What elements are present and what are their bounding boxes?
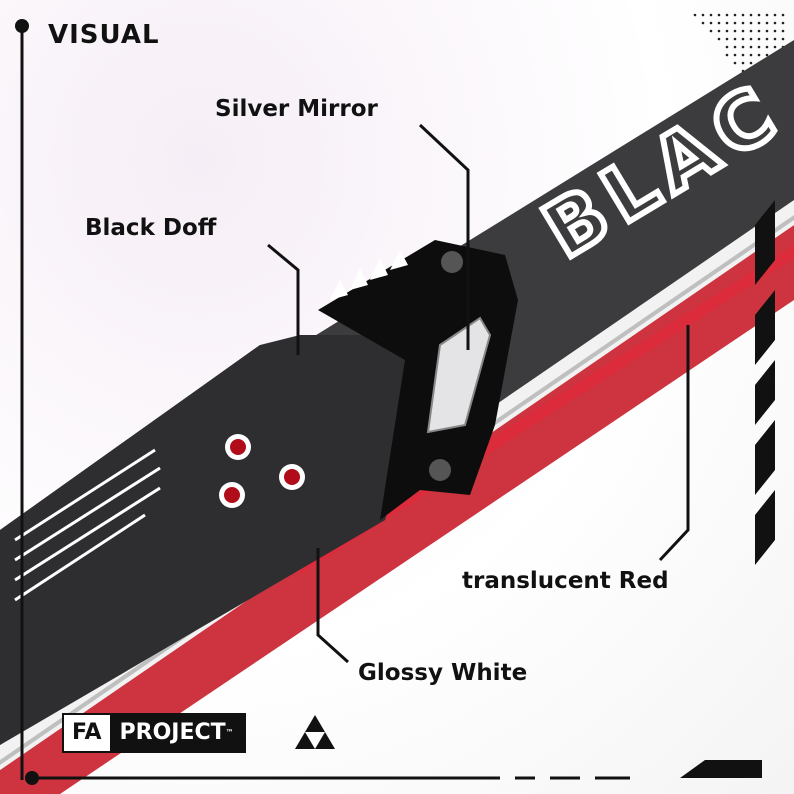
callout-black-doff: Black Doff [85,215,217,241]
pattern-dot [709,21,713,25]
pattern-dot [725,21,729,25]
corner-block [680,760,762,778]
pattern-dot [733,29,737,33]
pattern-dot [717,13,721,17]
frame-dot-bottom [25,771,39,785]
pattern-dot [765,13,769,17]
pattern-dot [717,37,721,41]
pattern-dot [749,61,753,65]
brand-name: PROJECT™ [109,715,244,751]
brand-logo: FA PROJECT™ [62,713,246,753]
pattern-dot [757,37,761,41]
pattern-dot [781,13,785,17]
pattern-dot [741,53,745,57]
pattern-dot [733,61,737,65]
pattern-dot [749,29,753,33]
pattern-dot [749,13,753,17]
pattern-dot [757,53,761,57]
callout-translucent-red: translucent Red [462,568,669,594]
brand-prefix: FA [64,715,110,751]
pattern-dot [773,45,777,49]
pattern-dot [741,45,745,49]
brand-tm: ™ [225,728,234,737]
pattern-dot [757,29,761,33]
pattern-dot [725,45,729,49]
pattern-dot [733,45,737,49]
pattern-dot [741,21,745,25]
pattern-dot [701,13,705,17]
pattern-dot [733,37,737,41]
brand-name-text: PROJECT [119,720,226,745]
pattern-dot [773,29,777,33]
guard-teeth [330,250,408,300]
pattern-dot [701,21,705,25]
pattern-dot [749,53,753,57]
pattern-dot [773,37,777,41]
pattern-dot [725,37,729,41]
pattern-dot [725,53,729,57]
page-title: VISUAL [48,20,160,50]
pattern-dot [725,29,729,33]
pattern-dot [741,61,745,65]
frame-lines [20,26,630,780]
pattern-dot [717,29,721,33]
pattern-dot [781,37,785,41]
triangle-logo-icon [295,715,335,749]
callout-lines [267,123,690,664]
pattern-dot [773,21,777,25]
side-dashes [755,200,775,565]
pattern-dot [757,21,761,25]
pattern-dot [717,21,721,25]
pattern-dot [781,29,785,33]
pattern-dot [709,13,713,17]
pattern-dot [765,45,769,49]
pattern-dot [733,21,737,25]
silver-mirror-insert [426,316,492,434]
pattern-dot [741,13,745,17]
pattern-dot [725,13,729,17]
pattern-dot [709,29,713,33]
pattern-dot [749,21,753,25]
pattern-dot [765,37,769,41]
pattern-dot [765,53,769,57]
frame-dot-top [15,19,29,33]
pattern-dot [781,21,785,25]
callout-silver-mirror: Silver Mirror [215,96,378,122]
handle-stripes [14,448,161,602]
pattern-dot [773,13,777,17]
pattern-dot [749,45,753,49]
pattern-dot [765,21,769,25]
pattern-dot [741,29,745,33]
pattern-dot [749,37,753,41]
screw-bottom [429,459,451,481]
pattern-dot [693,13,697,17]
pattern-dot [757,13,761,17]
pattern-dot [733,13,737,17]
screw-top [441,251,463,273]
callout-glossy-white: Glossy White [358,660,528,686]
pattern-dot [741,37,745,41]
pattern-dot [757,45,761,49]
pattern-dot [765,29,769,33]
pattern-dot [733,53,737,57]
grip-plate [0,335,420,745]
red-holes [219,434,305,508]
